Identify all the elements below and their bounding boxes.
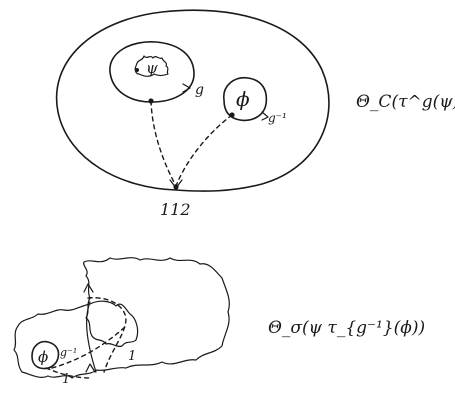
- left-basepoint-dot: [148, 98, 154, 104]
- left-circle-arrowhead: [182, 83, 191, 93]
- dashed-path-right: [175, 114, 233, 187]
- path-label-1: 1: [62, 372, 70, 387]
- bottom-figure: ϕ g⁻¹ 1 1 Θ_σ(ψ τ_{g⁻¹}(ϕ)): [13, 257, 425, 387]
- bottom-formula: Θ_σ(ψ τ_{g⁻¹}(ϕ)): [268, 318, 425, 338]
- up-arrowhead-top: [83, 283, 94, 293]
- path-label-2: 1: [128, 349, 136, 364]
- basepoint-label: 112: [160, 200, 191, 219]
- bottom-g-inverse-label: g⁻¹: [60, 346, 77, 359]
- dashed-path-bottom-2: [51, 325, 127, 369]
- g-inverse-label: g⁻¹: [268, 111, 287, 125]
- basepoint-arrowhead: [169, 179, 183, 189]
- phi-label: ϕ: [236, 87, 250, 111]
- right-basepoint-dot: [229, 112, 235, 118]
- left-boundary-circle: [109, 41, 195, 103]
- g-label: g: [195, 82, 204, 98]
- psi-label: ψ: [146, 59, 158, 77]
- bottom-phi-label: ϕ: [38, 348, 48, 366]
- dashed-path-left: [150, 100, 177, 187]
- inner-dashed-curve: [87, 297, 127, 373]
- inner-solid-curve: [86, 301, 97, 373]
- top-formula: Θ_C(τ^g(ψ)ϕ): [356, 92, 455, 112]
- psi-dot: [135, 68, 139, 72]
- dashed-path-bottom-1: [45, 367, 93, 379]
- top-figure: ψ ϕ g g⁻¹ 112 Θ_C(τ^g(ψ)ϕ): [55, 9, 455, 219]
- outer-disk-boundary: [55, 9, 330, 192]
- puncture-circle: [31, 340, 60, 370]
- psi-blob: [134, 55, 169, 77]
- right-circle-arrowhead: [261, 111, 269, 121]
- up-arrowhead-bottom: [85, 363, 96, 373]
